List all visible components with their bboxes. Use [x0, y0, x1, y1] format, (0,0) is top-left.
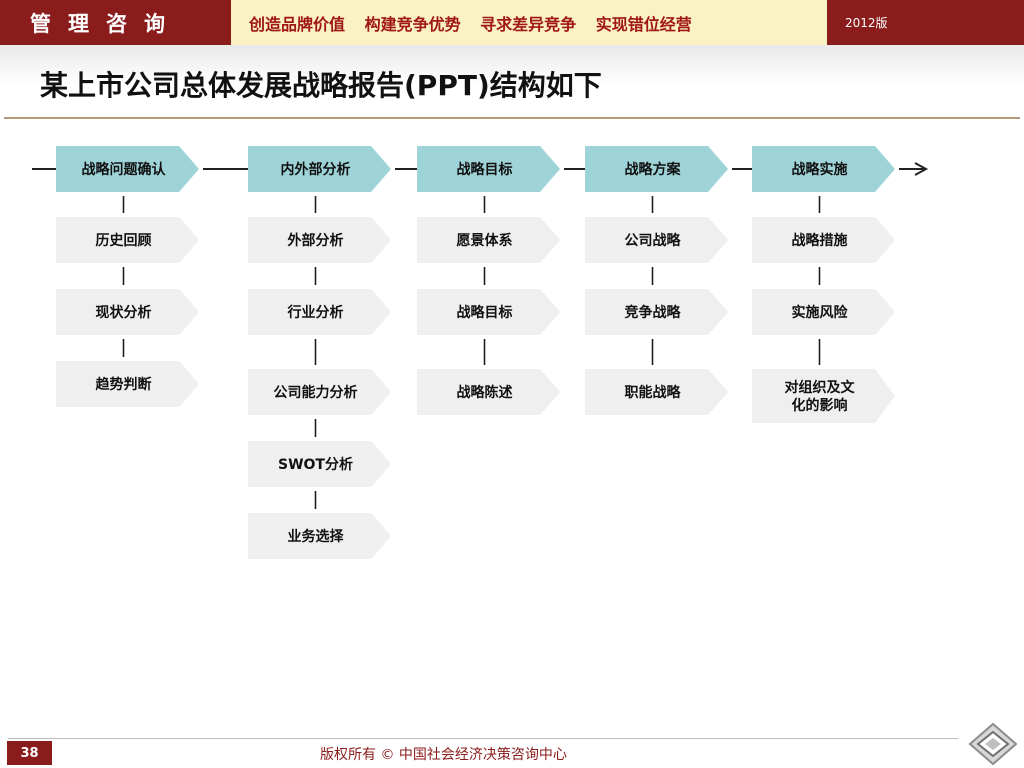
footer-divider [8, 738, 958, 739]
item-label: 业务选择 [288, 528, 345, 545]
item-label: 公司战略 [625, 232, 682, 249]
item-box [417, 369, 560, 415]
item-box [752, 217, 895, 263]
column-header-label: 内外部分析 [281, 161, 351, 178]
column-header-label: 战略实施 [792, 161, 848, 178]
item-label: 现状分析 [96, 304, 152, 321]
column-header-box [248, 146, 391, 192]
title-band [0, 45, 1024, 117]
column-header-label: 战略问题确认 [82, 161, 167, 178]
item-label: 历史回顾 [96, 233, 152, 249]
item-label: 战略措施 [792, 232, 848, 249]
column-header-box [752, 146, 895, 192]
item-label: 愿景体系 [457, 232, 513, 249]
title-divider [4, 117, 1020, 119]
item-box [585, 217, 728, 263]
page-title: 某上市公司总体发展战略报告(PPT)结构如下 [40, 69, 602, 102]
diamond-logo-icon [968, 722, 1018, 766]
item-box [248, 217, 391, 263]
item-label: 职能战略 [625, 384, 682, 401]
item-box [417, 217, 560, 263]
item-box [752, 289, 895, 335]
item-box [56, 289, 199, 335]
item-box [585, 289, 728, 335]
item-box [248, 513, 391, 559]
item-box [248, 369, 391, 415]
column-header-box [417, 146, 560, 192]
item-label: 对组织及文化的影响 [785, 379, 856, 414]
item-box [248, 289, 391, 335]
item-label: 竞争战略 [625, 304, 682, 321]
header-bar: 管理咨询 创造品牌价值 构建竞争优势 寻求差异竞争 实现错位经营 2012版 [0, 0, 1024, 45]
item-box [56, 361, 199, 407]
item-label: 实施风险 [792, 304, 849, 321]
item-label: 战略目标 [457, 304, 513, 321]
flow-arrow-icon [914, 162, 929, 176]
item-label: 战略陈述 [457, 384, 513, 401]
item-box [752, 369, 895, 423]
column-header-box [585, 146, 728, 192]
item-label: 行业分析 [287, 304, 344, 321]
item-box [56, 217, 199, 263]
item-label: 外部分析 [288, 232, 344, 249]
page-number: 38 [7, 741, 52, 765]
column-header-label: 战略目标 [457, 161, 513, 178]
item-label: SWOT分析 [278, 456, 353, 473]
item-box [585, 369, 728, 415]
edition-label: 2012版 [845, 16, 888, 30]
brand-label: 管理咨询 [30, 11, 182, 36]
slogan-banner: 创造品牌价值 构建竞争优势 寻求差异竞争 实现错位经营 [231, 0, 827, 45]
item-label: 公司能力分析 [274, 384, 358, 401]
column-header-box [56, 146, 199, 192]
item-box [417, 289, 560, 335]
copyright-text: 版权所有 © 中国社会经济决策咨询中心 [320, 747, 567, 763]
column-header-label: 战略方案 [625, 161, 682, 178]
item-label: 趋势判断 [96, 376, 152, 393]
item-box [248, 441, 391, 487]
